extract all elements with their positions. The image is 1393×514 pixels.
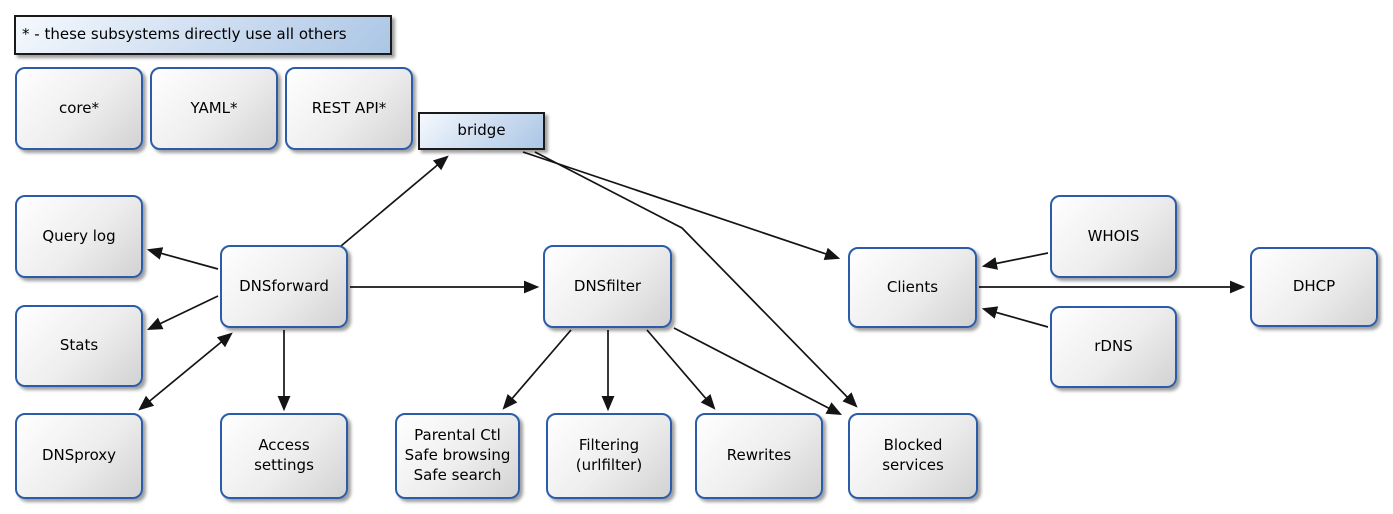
node-stats-label: Stats xyxy=(59,336,99,355)
edge-dnsforward-to-stats xyxy=(146,295,219,330)
edge-bridge-to-blocked-services xyxy=(534,151,858,408)
edge-dnsforward-to-bridge xyxy=(340,155,449,247)
node-blocked-services: Blocked services xyxy=(848,413,978,499)
node-dhcp-label: DHCP xyxy=(1292,277,1336,296)
node-rest-api-label: REST API* xyxy=(311,98,387,117)
node-clients-label: Clients xyxy=(886,277,939,296)
node-rewrites: Rewrites xyxy=(695,413,823,499)
edge-rdns-to-clients xyxy=(981,306,1049,328)
node-access-settings-label: Access settings xyxy=(254,436,314,474)
node-filtering: Filtering (urlfilter) xyxy=(546,413,672,499)
node-query-log: Query log xyxy=(15,195,143,278)
node-rewrites-label: Rewrites xyxy=(726,446,792,465)
node-dhcp: DHCP xyxy=(1250,247,1378,327)
node-parental-ctl: Parental Ctl Safe browsing Safe search xyxy=(395,413,520,499)
node-bridge: bridge xyxy=(418,112,545,150)
node-parental-ctl-label: Parental Ctl Safe browsing Safe search xyxy=(404,426,511,484)
node-rdns-label: rDNS xyxy=(1094,337,1133,356)
node-dnsproxy-label: DNSproxy xyxy=(41,446,117,465)
edge-dnsfilter-to-blocked-services xyxy=(673,327,843,416)
edge-dnsforward-to-query-log xyxy=(146,247,219,270)
node-dnsforward: DNSforward xyxy=(220,245,348,328)
node-rest-api: REST API* xyxy=(285,67,413,150)
node-whois-label: WHOIS xyxy=(1087,226,1140,245)
node-clients: Clients xyxy=(848,247,977,328)
edge-bridge-to-clients xyxy=(522,151,841,260)
node-dnsproxy: DNSproxy xyxy=(15,413,143,499)
legend-note-label: * - these subsystems directly use all ot… xyxy=(22,25,347,44)
node-dnsfilter: DNSfilter xyxy=(543,245,672,328)
node-yaml: YAML* xyxy=(150,67,278,150)
node-stats: Stats xyxy=(15,305,143,387)
edge-dnsfilter-to-parental xyxy=(502,329,572,410)
edge-dnsfilter-to-rewrites xyxy=(646,329,716,410)
node-filtering-label: Filtering (urlfilter) xyxy=(575,436,643,474)
node-core: core* xyxy=(15,67,143,150)
node-dnsforward-label: DNSforward xyxy=(239,276,329,295)
node-query-log-label: Query log xyxy=(42,226,116,245)
edge-dnsforward-dnsproxy-bidirectional xyxy=(138,332,233,411)
node-yaml-label: YAML* xyxy=(190,98,238,117)
legend-note: * - these subsystems directly use all ot… xyxy=(14,15,392,55)
node-access-settings: Access settings xyxy=(220,413,348,499)
node-blocked-services-label: Blocked services xyxy=(882,436,944,474)
node-bridge-label: bridge xyxy=(457,121,506,140)
edge-whois-to-clients xyxy=(981,252,1049,270)
node-dnsfilter-label: DNSfilter xyxy=(573,276,642,295)
node-core-label: core* xyxy=(59,98,99,117)
node-whois: WHOIS xyxy=(1050,195,1177,278)
node-rdns: rDNS xyxy=(1050,306,1177,388)
